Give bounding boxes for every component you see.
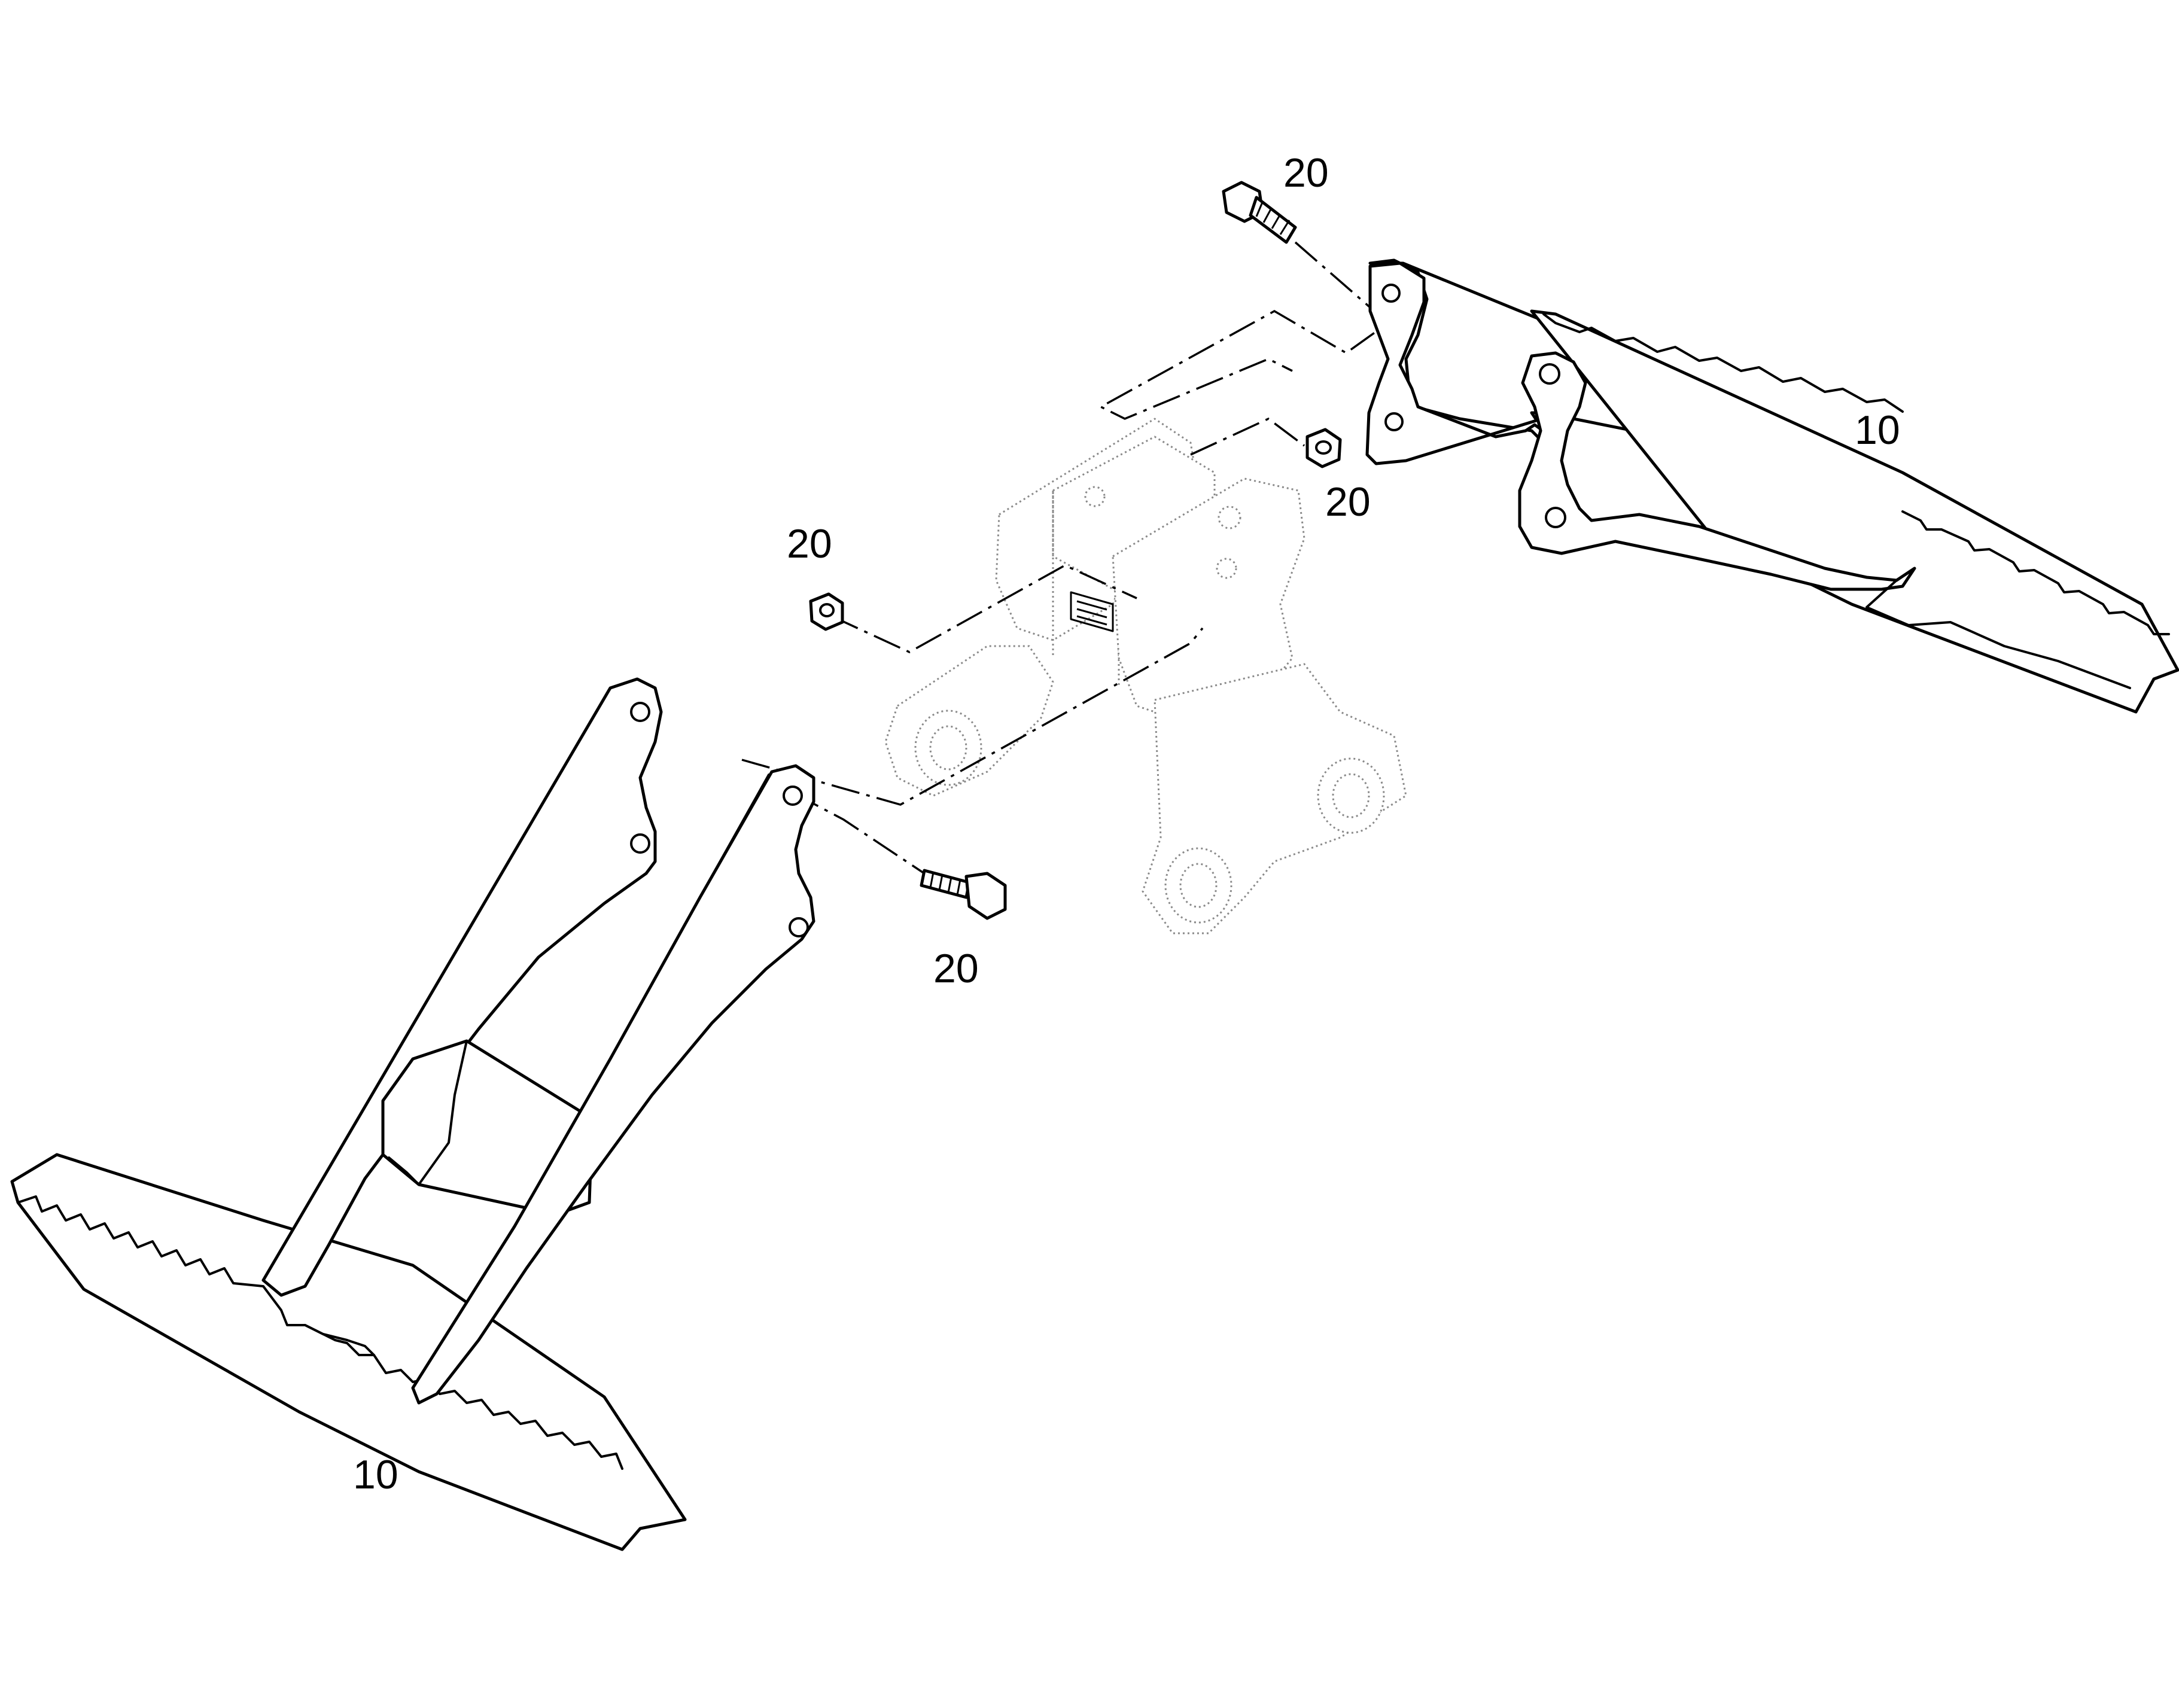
- support-bracket-ghost: [884, 418, 1407, 934]
- nut-left: [809, 592, 844, 631]
- nut-right: [1305, 428, 1342, 468]
- right-counterweight: [1365, 258, 2179, 714]
- callout-bolt-top: 20: [1283, 150, 1329, 196]
- id-plate-icon: [1070, 591, 1114, 632]
- callout-nut-right: 20: [1325, 479, 1371, 525]
- callout-left-counterweight: 10: [353, 1452, 398, 1497]
- callout-right-counterweight: 10: [1855, 407, 1900, 453]
- left-counterweight: [10, 677, 815, 1551]
- callout-nut-left: 20: [787, 521, 832, 567]
- callout-bolt-bottom: 20: [933, 946, 979, 991]
- bolt-bottom: [920, 869, 1007, 920]
- bolt-top: [1222, 181, 1297, 244]
